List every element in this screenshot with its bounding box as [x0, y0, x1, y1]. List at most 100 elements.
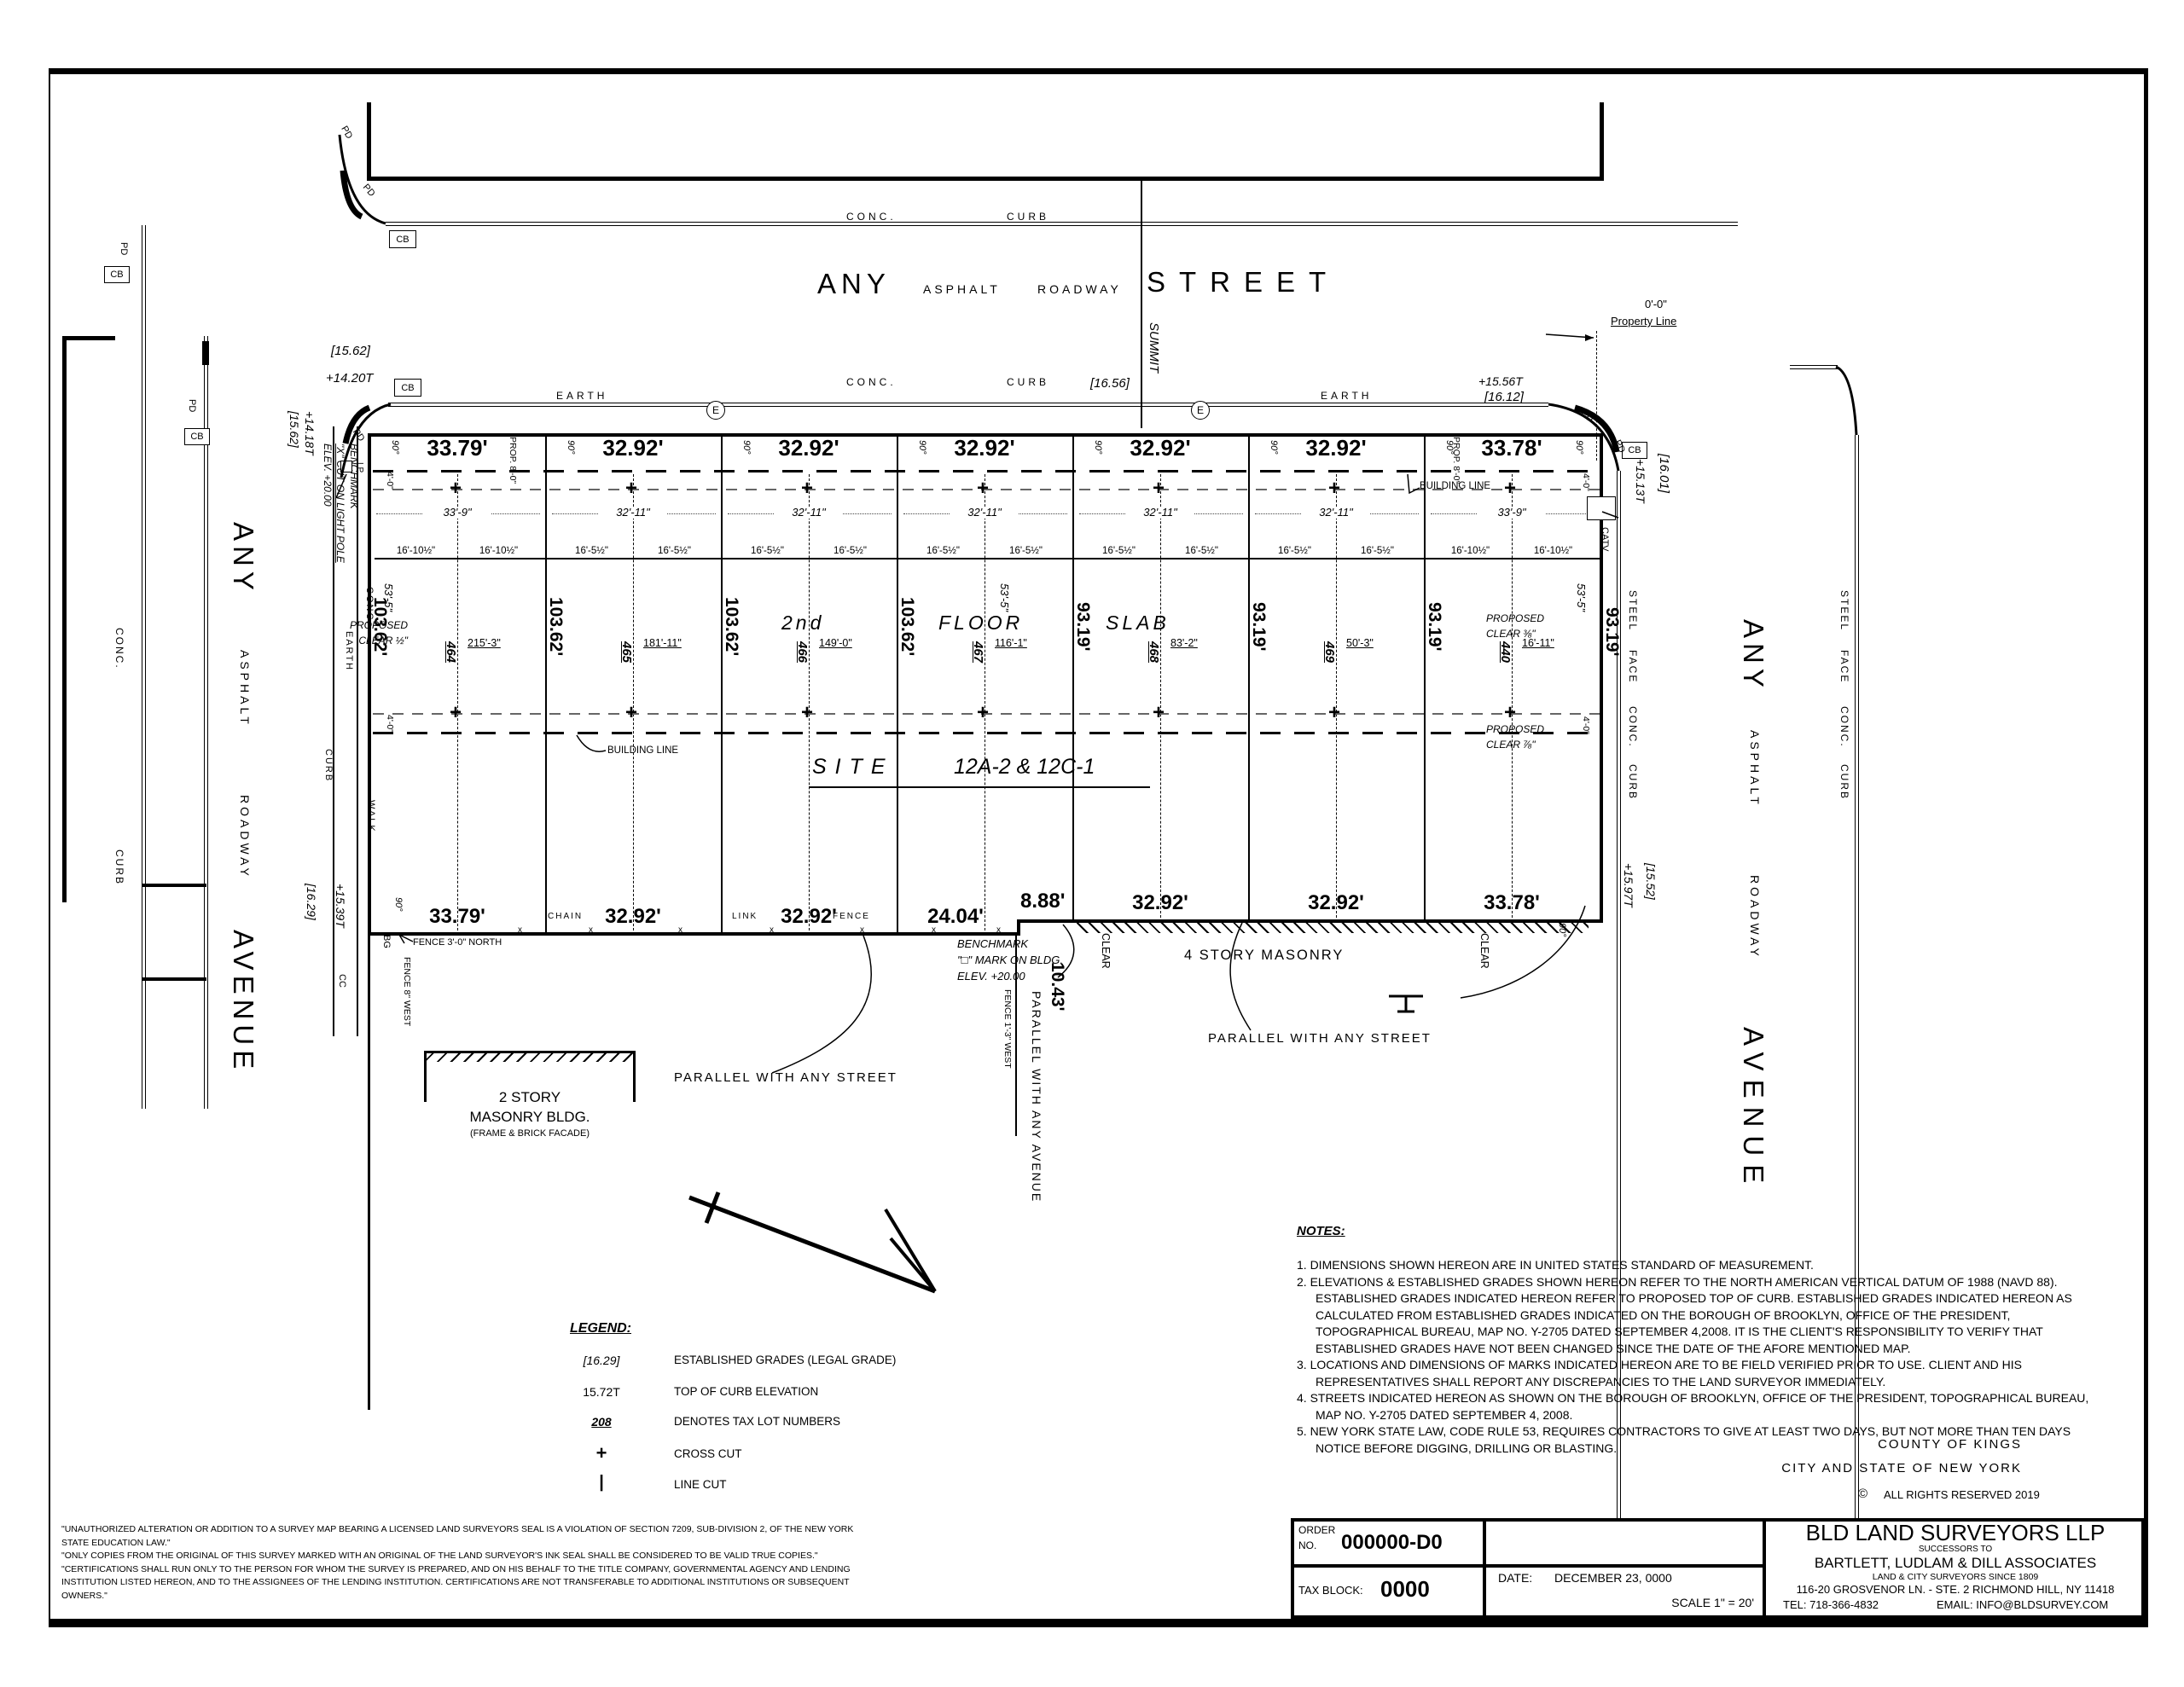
half-dim: 16'-5½" [1079, 546, 1159, 557]
lot-inner-width: 32'-11" [599, 507, 667, 519]
half-dim: 16'-5½" [810, 546, 890, 557]
lot-inner-width: 32'-11" [1126, 507, 1194, 519]
avenue-parallel-line [1015, 936, 1017, 1136]
site-south-boundary-east [1017, 919, 1603, 923]
second-floor-slab: 2nd [781, 612, 825, 634]
fence-x: x [932, 925, 936, 935]
firm-predecessor: BARTLETT, LUDLAM & DILL ASSOCIATES [1814, 1555, 2097, 1571]
cross-cut-mark: + [801, 477, 814, 500]
county-line: CITY AND STATE OF NEW YORK [1781, 1461, 2022, 1475]
street-grade: [16.56] [1090, 376, 1130, 391]
note-item: 5. NEW YORK STATE LAW, CODE RULE 53, REQ… [1297, 1424, 2071, 1455]
lot-centerline [1336, 474, 1337, 918]
building-line-callout: BUILDING LINE [1420, 481, 1491, 491]
street-north-curb [386, 222, 1738, 226]
parallel-with-street: PARALLEL WITH ANY STREET [674, 1070, 897, 1085]
half-dim: 16'-10½" [1513, 546, 1593, 557]
four-story-masonry: 4 STORY MASONRY [1184, 948, 1345, 963]
bottom-width: 32.92' [1308, 891, 1364, 914]
order-no-label: NO. [1298, 1539, 1317, 1551]
bottom-width: 32.92' [605, 905, 661, 928]
disclaimer: "ONLY COPIES FROM THE ORIGINAL OF THIS S… [61, 1551, 818, 1561]
date-label: DATE: [1498, 1571, 1533, 1585]
legend-symbol: | [599, 1473, 604, 1492]
site-ids: 12A-2 & 12C-1 [954, 755, 1095, 779]
lot-top-width: 32.92' [602, 435, 664, 461]
frame-bottom [49, 1619, 2148, 1627]
second-floor-slab: FLOOR [938, 612, 1024, 634]
fence-word: FENCE [833, 912, 870, 921]
half-dim: 16'-5½" [552, 546, 631, 557]
tax-block-label: TAX BLOCK: [1298, 1584, 1363, 1597]
dim-line [375, 558, 1600, 559]
lot-inner-width: 32'-11" [775, 507, 843, 519]
lot-centerline [457, 474, 458, 930]
lot-running-dim: 50'-3" [1346, 637, 1374, 649]
legend-symbol: + [595, 1442, 607, 1464]
disclaimers: "UNAUTHORIZED ALTERATION OR ADDITION TO … [61, 1523, 863, 1603]
fence-x: x [860, 925, 864, 935]
two-story-label: 2 STORY [498, 1089, 561, 1105]
property-line-label: Property Line [1611, 315, 1677, 328]
catv-box [1587, 496, 1616, 520]
across-street-building-left [367, 102, 371, 181]
site-step-jog [1017, 919, 1020, 936]
fence-word: CHAIN [548, 912, 584, 921]
cross-cut-mark: + [625, 477, 638, 500]
cross-cut-mark: + [1504, 477, 1517, 500]
lot-running-dim: 215'-3" [468, 637, 501, 649]
cross-cut-mark: + [977, 477, 990, 500]
legend-desc: ESTABLISHED GRADES (LEGAL GRADE) [674, 1354, 897, 1366]
rights-reserved: ALL RIGHTS RESERVED 2019 [1884, 1488, 2040, 1501]
catch-basin-box: CB [394, 379, 421, 397]
firm-address: 116-20 GROSVENOR LN. - STE. 2 RICHMOND H… [1796, 1583, 2115, 1596]
title-block-divider [1763, 1518, 1766, 1619]
note-item: 2. ELEVATIONS & ESTABLISHED GRADES SHOWN… [1297, 1274, 2072, 1355]
lot-running-dim: 181'-11" [643, 637, 682, 649]
curb-label: CURB [1007, 376, 1050, 388]
disclaimer: "CERTIFICATIONS SHALL RUN ONLY TO THE PE… [61, 1563, 851, 1601]
pd-segment [202, 341, 209, 365]
lot-running-dim: 16'-11" [1522, 637, 1554, 649]
cross-cut-mark: + [450, 477, 462, 500]
legend-title: LEGEND: [570, 1321, 631, 1336]
crosscut-line-north [373, 489, 1600, 490]
curb-label: CURB [1007, 211, 1050, 223]
order-value: 000000-D0 [1341, 1531, 1443, 1554]
cross-cut-mark: + [977, 701, 990, 724]
site-south-boundary-west [368, 932, 1019, 936]
benchmark-2: BENCHMARK"□" MARK ON BLDG.ELEV. +20.00 [957, 937, 1063, 983]
lot-top-width: 33.78' [1481, 435, 1542, 461]
note-item: 3. LOCATIONS AND DIMENSIONS OF MARKS IND… [1297, 1358, 2023, 1388]
ne-grade: [16.12] [1484, 390, 1524, 404]
line-cut-mark [142, 977, 206, 981]
frame-left [49, 68, 50, 1627]
firm-name: BLD LAND SURVEYORS LLP [1805, 1520, 2106, 1545]
street-south-curb [388, 403, 1548, 407]
lot-line [545, 435, 547, 934]
second-floor-slab: SLAB [1106, 612, 1170, 634]
lot-inner-width: 33'-9" [423, 507, 491, 519]
bottom-width: 33.78' [1484, 891, 1540, 914]
notes-title: NOTES: [1297, 1224, 1345, 1238]
across-street-building-right [1600, 102, 1604, 181]
legend-desc: CROSS CUT [674, 1447, 742, 1460]
curb-label: CONC. [846, 211, 897, 223]
lot-centerline [1512, 474, 1513, 918]
legend-symbol: 15.72T [583, 1385, 620, 1399]
avenue-building-line-extension [368, 936, 370, 1410]
firm-successors: SUCCESSORS TO [1918, 1545, 1993, 1554]
cross-cut-mark: + [1153, 701, 1165, 724]
north-arrow [688, 1191, 937, 1294]
summit-line [1141, 179, 1142, 428]
catch-basin-box: CB [389, 230, 416, 248]
lot-line [1248, 435, 1250, 921]
lot-running-dim: 83'-2" [1170, 637, 1198, 649]
legend-symbol: 208 [591, 1415, 612, 1429]
street-surface-roadway: ROADWAY [1037, 282, 1122, 296]
order-label: ORDER [1298, 1524, 1336, 1536]
west-curb-corner-v [62, 336, 67, 902]
date-value: DECEMBER 23, 0000 [1554, 1571, 1672, 1585]
property-line-dashed [1596, 331, 1597, 461]
notes-list: 1. DIMENSIONS SHOWN HEREON ARE IN UNITED… [1297, 1257, 2109, 1457]
